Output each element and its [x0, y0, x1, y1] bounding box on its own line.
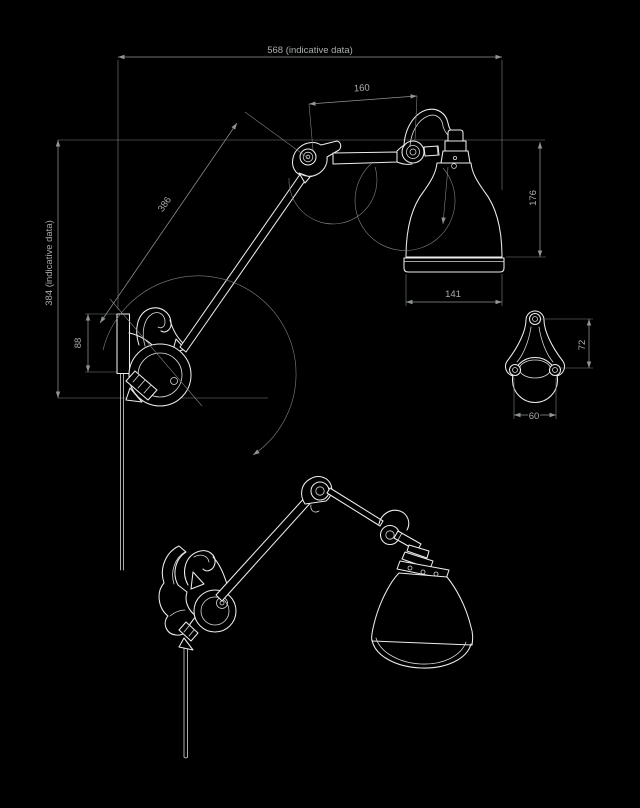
- dim-plate-height: [541, 318, 593, 369]
- dim-top-arm: [308, 94, 418, 106]
- power-cord-3d: [183, 645, 188, 759]
- top-arm: [332, 151, 398, 165]
- shade-rim-band: [403, 257, 505, 273]
- thumb-screw: [125, 370, 158, 401]
- rotation-arc-head: [354, 162, 456, 251]
- head-joint-3d: [378, 509, 422, 552]
- dim-label-top-arm: 160: [354, 82, 371, 94]
- dim-label-main-arm: 386: [156, 195, 174, 214]
- elbow-joint-3d: [301, 476, 333, 513]
- dim-main-arm: [99, 111, 309, 324]
- dim-label-plate-height: 72: [577, 340, 588, 351]
- dim-plate-width: [513, 378, 557, 419]
- wall-plate-front-view: [505, 310, 593, 419]
- shade-top-nipple: [451, 163, 457, 169]
- wall-bracket-3d: [158, 545, 237, 651]
- main-arm-3d: [215, 493, 315, 602]
- rotation-arc-elbow: [288, 166, 378, 225]
- lamp-shade-3d: [371, 572, 474, 669]
- screw-holes: [508, 312, 562, 377]
- dim-label-overall-height: 384 (indicative data): [44, 220, 55, 306]
- swivel-ring: [511, 356, 559, 404]
- power-cord: [120, 373, 124, 571]
- top-arm-3d: [326, 487, 384, 527]
- lamp-socket: [440, 129, 471, 164]
- dim-label-head-height: 176: [528, 190, 539, 206]
- dim-label-shade-diameter: 141: [445, 289, 461, 300]
- wall-plate: [116, 313, 131, 375]
- dim-head-height: [506, 142, 546, 258]
- elbow-joint: [291, 140, 342, 184]
- dim-label-plate-width: 60: [529, 411, 540, 422]
- dim-shade-diameter: [405, 274, 503, 306]
- wall-swivel-joint: [125, 332, 192, 407]
- construction-overlay: [99, 95, 456, 456]
- perspective-view: [158, 476, 474, 759]
- head-joint: [396, 140, 440, 165]
- socket-3d: [396, 544, 450, 580]
- dim-label-overall-width: 568 (indicative data): [267, 45, 353, 56]
- lamp-shade: [403, 162, 505, 273]
- shade-leader: [441, 166, 449, 225]
- main-arm: [179, 159, 317, 353]
- dimension-labels: 568 (indicative data) 384 (indicative da…: [43, 44, 590, 424]
- dim-label-wall-bracket-height: 88: [73, 338, 84, 349]
